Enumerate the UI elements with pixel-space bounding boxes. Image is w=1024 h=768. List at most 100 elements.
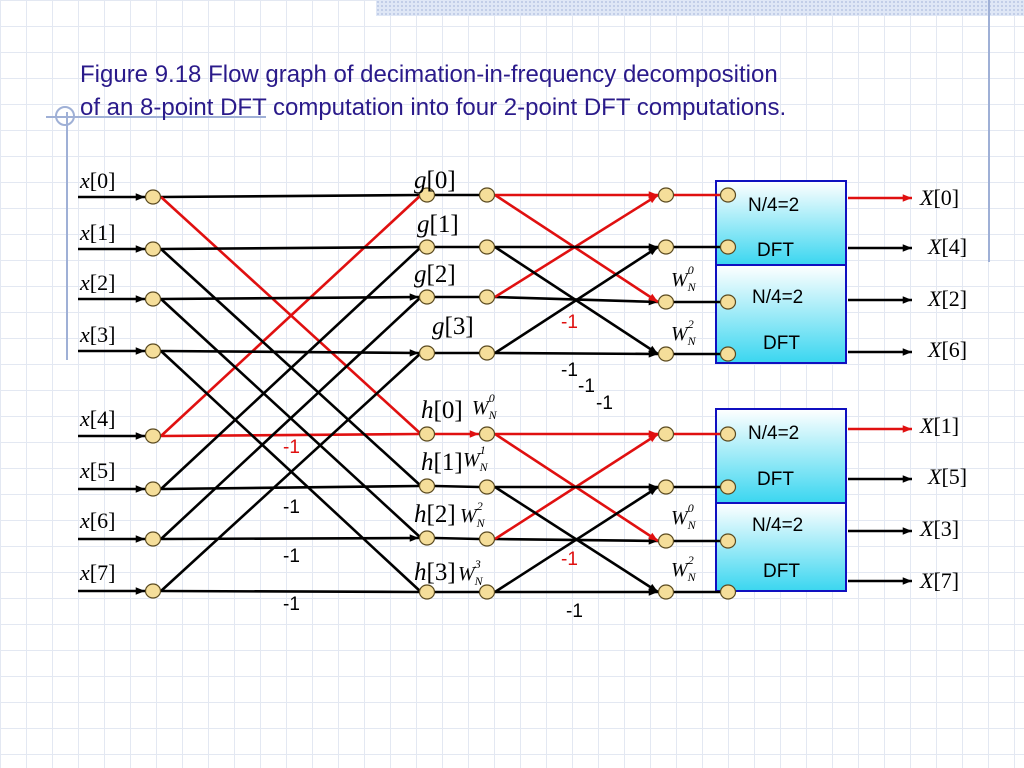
twiddle-factor-base: W bbox=[458, 563, 477, 585]
dft-box-dft-label: DFT bbox=[757, 240, 794, 261]
output-label-symbol: X bbox=[927, 464, 943, 489]
stage1-output-node bbox=[418, 426, 436, 442]
stage1-straight-branch bbox=[160, 432, 420, 438]
stage2-cross-branch bbox=[494, 245, 659, 355]
stage2-cross-branch-arrowhead bbox=[648, 583, 658, 592]
stage1-cross-branch bbox=[160, 246, 422, 490]
stage1-straight-branch bbox=[160, 193, 420, 199]
dft-box-dft-label: DFT bbox=[763, 333, 800, 354]
decorative-band bbox=[376, 0, 1024, 16]
twiddle-factor-subscript: N bbox=[687, 334, 697, 348]
twiddle-factor-subscript: N bbox=[687, 570, 697, 584]
title-line-2: of an 8-point DFT computation into four … bbox=[80, 94, 787, 121]
stage1-output-node bbox=[418, 478, 436, 494]
input-label-symbol: x bbox=[79, 322, 90, 347]
g-label-index: [2] bbox=[427, 261, 456, 288]
input-branch-arrowhead bbox=[135, 245, 145, 253]
output-branch-arrowhead bbox=[902, 194, 912, 202]
g-label-index: [0] bbox=[427, 167, 456, 194]
g-label: g[2] bbox=[414, 261, 456, 288]
input-node bbox=[144, 291, 162, 307]
stage2-input-node bbox=[478, 584, 496, 600]
twiddle-factor: WN2 bbox=[460, 499, 486, 530]
stage2-output-node bbox=[657, 294, 675, 310]
input-label: x[1] bbox=[79, 220, 115, 245]
twiddle-factor-base: W bbox=[671, 559, 690, 581]
twiddle-factor: WN1 bbox=[463, 443, 489, 474]
input-branch-arrowhead bbox=[135, 432, 145, 440]
input-label-index: [0] bbox=[90, 168, 116, 193]
stage1-output-node bbox=[418, 239, 436, 255]
decorative-line bbox=[46, 116, 266, 118]
stage1-straight-branch-arrowhead bbox=[409, 293, 419, 301]
stage2-output-node bbox=[657, 187, 675, 203]
output-branch-arrowhead bbox=[902, 244, 912, 252]
output-label: X[1] bbox=[919, 413, 959, 438]
output-label-symbol: X bbox=[919, 516, 935, 541]
stage2-cross-branch-arrowhead bbox=[648, 434, 658, 443]
input-label-index: [2] bbox=[90, 270, 116, 295]
output-label-index: [6] bbox=[941, 337, 967, 362]
mid-link-branch bbox=[434, 536, 480, 541]
twiddle-factor-superscript: 0 bbox=[489, 391, 495, 405]
negation-label: -1 bbox=[566, 601, 583, 622]
input-label: x[0] bbox=[79, 168, 115, 193]
dft-box-input-node bbox=[719, 479, 737, 495]
input-branch-arrowhead bbox=[135, 535, 145, 543]
page-title: Figure 9.18 Flow graph of decimation-in-… bbox=[80, 58, 980, 124]
h-label: h[2] bbox=[414, 501, 456, 528]
input-label-index: [7] bbox=[90, 560, 116, 585]
dft-box bbox=[715, 180, 847, 266]
decorative-line bbox=[66, 112, 68, 360]
stage2-cross-branch-arrowhead bbox=[648, 195, 658, 204]
stage2-output-node bbox=[657, 479, 675, 495]
stage2-output-node bbox=[657, 426, 675, 442]
h-label-index: [2] bbox=[427, 501, 456, 528]
stage1-output-node bbox=[418, 187, 436, 203]
h-label-symbol: h bbox=[414, 559, 427, 586]
output-branch-arrowhead bbox=[902, 577, 912, 585]
twiddle-factor-base: W bbox=[671, 269, 690, 291]
twiddle-factor-subscript: N bbox=[488, 408, 498, 422]
output-branch-arrowhead bbox=[902, 527, 912, 535]
negation-label: -1 bbox=[561, 360, 578, 381]
stage2-output-node bbox=[657, 239, 675, 255]
stage2-output-node bbox=[657, 346, 675, 362]
dft-box-size-label: N/4=2 bbox=[748, 423, 799, 444]
stage2-input-node bbox=[478, 187, 496, 203]
decorative-circle bbox=[55, 106, 75, 126]
twiddle-factor: WN0 bbox=[472, 391, 498, 422]
input-branch-arrowhead bbox=[135, 587, 145, 595]
twiddle-factor: WN0 bbox=[671, 501, 697, 532]
input-label-index: [1] bbox=[90, 220, 116, 245]
twiddle-factor-base: W bbox=[460, 505, 479, 527]
output-branch-arrowhead bbox=[902, 348, 912, 356]
twiddle-factor: WN2 bbox=[671, 317, 697, 348]
h-label: h[1] bbox=[421, 449, 463, 476]
output-label: X[2] bbox=[927, 286, 967, 311]
h-label: h[3] bbox=[414, 559, 456, 586]
output-label-index: [5] bbox=[941, 464, 967, 489]
stage2-input-node bbox=[478, 345, 496, 361]
dft-box bbox=[715, 502, 847, 592]
input-label-symbol: x bbox=[79, 220, 90, 245]
input-node bbox=[144, 583, 162, 599]
input-label-symbol: x bbox=[79, 406, 90, 431]
dft-box-input-node bbox=[719, 346, 737, 362]
h-label-index: [1] bbox=[434, 449, 463, 476]
output-label-symbol: X bbox=[919, 185, 935, 210]
twiddle-factor: WN0 bbox=[671, 263, 697, 294]
h-label-index: [3] bbox=[427, 559, 456, 586]
input-node bbox=[144, 531, 162, 547]
stage2-output-node bbox=[657, 533, 675, 549]
twiddle-factor-superscript: 2 bbox=[688, 317, 694, 331]
twiddle-factor-subscript: N bbox=[687, 518, 697, 532]
input-label: x[2] bbox=[79, 270, 115, 295]
stage2-cross-branch-arrowhead bbox=[648, 345, 658, 354]
output-label: X[4] bbox=[927, 234, 967, 259]
dft-box-dft-label: DFT bbox=[763, 561, 800, 582]
dft-box-input-node bbox=[719, 533, 737, 549]
input-label-symbol: x bbox=[79, 168, 90, 193]
output-label-symbol: X bbox=[927, 337, 943, 362]
